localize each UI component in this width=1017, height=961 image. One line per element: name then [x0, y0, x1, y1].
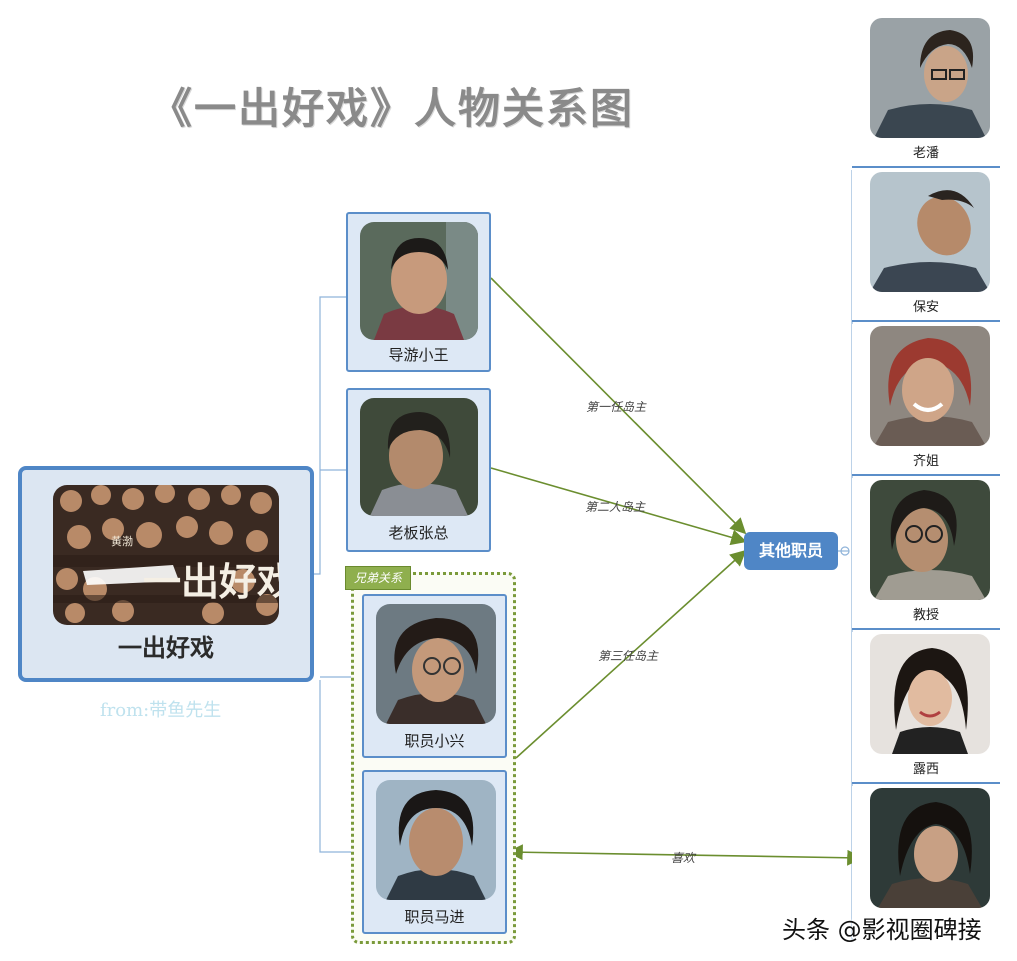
- page-title: 《一出好戏》人物关系图: [150, 84, 635, 133]
- character-label-zhang: 老板张总: [388, 524, 449, 542]
- staff-node-qi[interactable]: 齐姐: [852, 324, 1000, 476]
- character-node-wang[interactable]: 导游小王: [346, 212, 491, 372]
- poster-title-text: 一出好戏: [143, 559, 279, 604]
- staff-label-qi: 齐姐: [912, 454, 939, 469]
- staff-node-pan[interactable]: 老潘: [852, 16, 1000, 168]
- relation-label-second-owner: 第二人岛主: [585, 500, 646, 514]
- relation-label-likes: 喜欢: [671, 851, 696, 865]
- portrait-qi: [870, 326, 990, 446]
- portrait-lucy: [870, 634, 990, 754]
- brothers-group-label: 兄弟关系: [345, 566, 411, 590]
- portrait-unnamed: [870, 788, 990, 908]
- character-label-wang: 导游小王: [388, 346, 449, 364]
- portrait-zhang: [360, 398, 478, 516]
- staff-label-guard: 保安: [912, 300, 939, 315]
- character-label-majin: 职员马进: [404, 908, 465, 926]
- poster-small-text: 黄渤: [111, 534, 133, 548]
- watermark: 头条 @影视圈碑接: [782, 916, 982, 944]
- staff-node-unnamed[interactable]: [852, 786, 1000, 938]
- character-label-xing: 职员小兴: [404, 732, 465, 750]
- portrait-pan: [870, 18, 990, 138]
- staff-node-professor[interactable]: 教授: [852, 478, 1000, 630]
- portrait-guard: [870, 172, 990, 292]
- character-node-zhang[interactable]: 老板张总: [346, 388, 491, 552]
- root-label: 一出好戏: [118, 634, 214, 662]
- relation-label-third-owner: 第三任岛主: [598, 649, 659, 663]
- staff-node-guard[interactable]: 保安: [852, 170, 1000, 322]
- tree-connectors: [314, 296, 362, 853]
- staff-label-professor: 教授: [912, 608, 939, 623]
- staff-bracket: [838, 170, 853, 940]
- staff-label-lucy: 露西: [912, 762, 939, 777]
- staff-node-lucy[interactable]: 露西: [852, 632, 1000, 784]
- arrow-first-owner: [490, 277, 747, 535]
- arrow-likes: [506, 844, 864, 866]
- staff-label-pan: 老潘: [912, 146, 939, 161]
- relation-arrows: [490, 277, 864, 866]
- root-node[interactable]: 黄渤 一出好戏 一出好戏: [18, 466, 314, 682]
- character-node-xing[interactable]: 职员小兴: [362, 594, 507, 758]
- portrait-xing: [376, 604, 496, 724]
- relation-label-first-owner: 第一任岛主: [586, 400, 647, 414]
- character-node-majin[interactable]: 职员马进: [362, 770, 507, 934]
- hub-other-staff[interactable]: 其他职员: [744, 532, 838, 570]
- source-credit: from:带鱼先生: [100, 700, 222, 721]
- portrait-wang: [360, 222, 478, 340]
- root-poster: 黄渤 一出好戏: [53, 485, 279, 625]
- arrow-second-owner: [490, 467, 748, 546]
- portrait-professor: [870, 480, 990, 600]
- portrait-majin: [376, 780, 496, 900]
- arrow-third-owner: [515, 549, 747, 759]
